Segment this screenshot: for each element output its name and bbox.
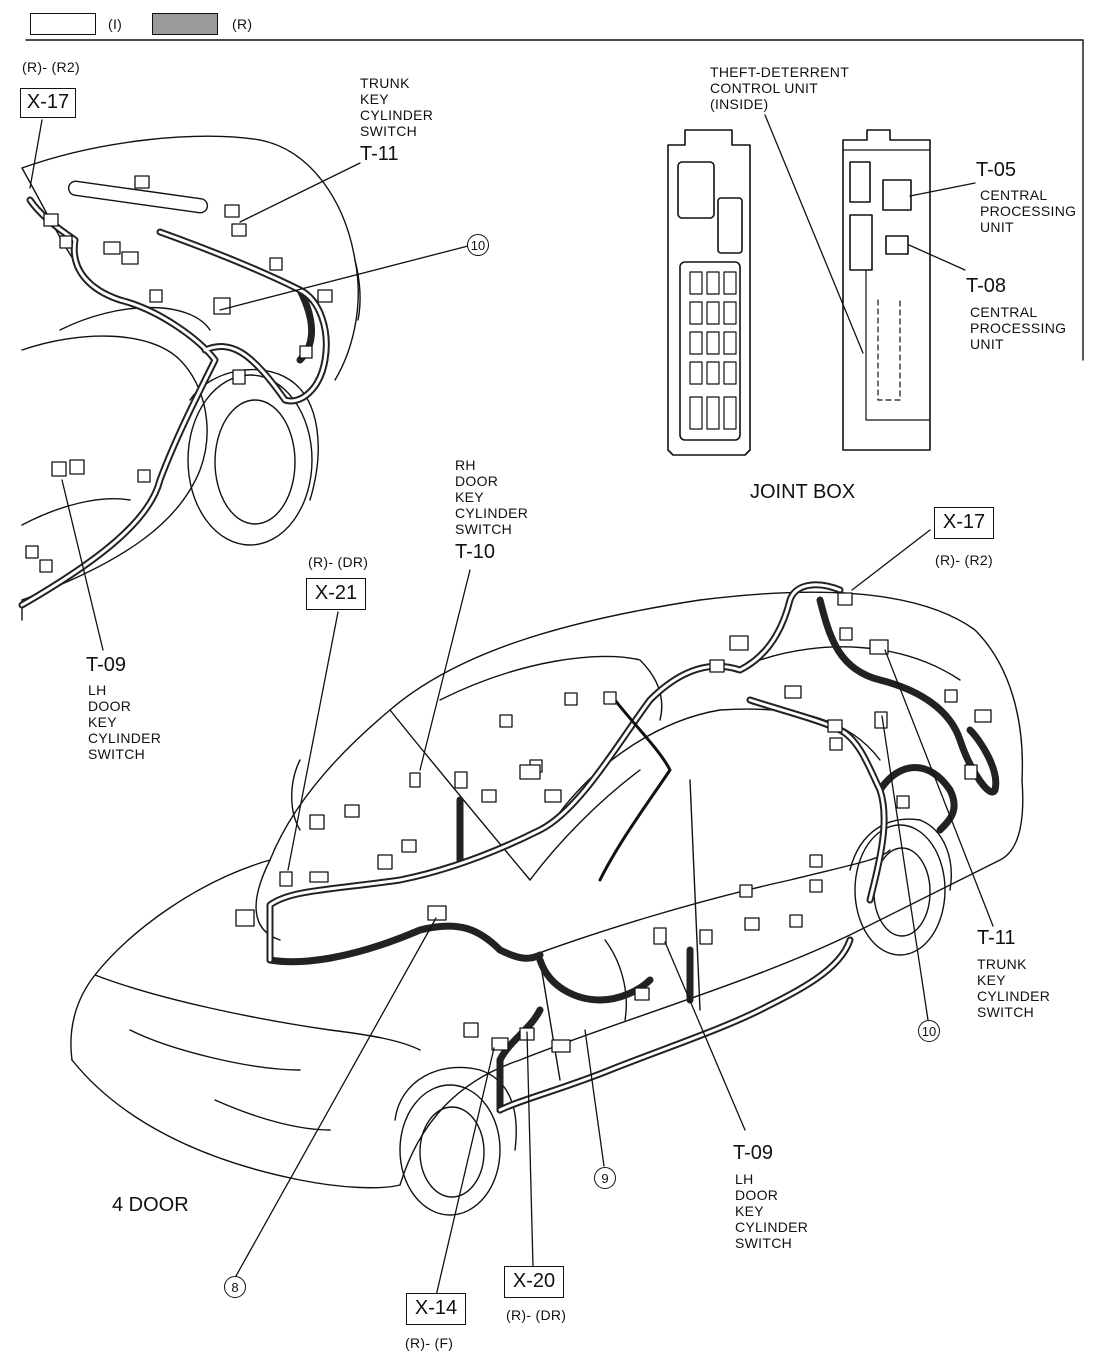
main-car-harness (266, 581, 1000, 1114)
rear-x17-code: X-17 (20, 88, 76, 118)
rear-view-body (21, 135, 361, 621)
legend-exterior-label: (R) (232, 16, 253, 32)
joint-box-left-panel (667, 129, 751, 456)
main-circle-9: 9 (594, 1167, 616, 1189)
main-t10-desc-1: RH (455, 457, 476, 473)
main-t10-desc-2: DOOR (455, 473, 499, 489)
main-t09-desc-4: CYLINDER (735, 1219, 809, 1235)
t08-code: T-08 (966, 275, 1007, 297)
main-t10-code: T-10 (455, 541, 496, 563)
t05-code: T-05 (976, 159, 1017, 181)
main-car-connectors (235, 592, 992, 1053)
rear-t11-desc-4: SWITCH (360, 123, 418, 139)
main-t11-desc-1: TRUNK (977, 956, 1027, 972)
main-circle10-leader (881, 715, 929, 1021)
legend-interior-swatch (30, 13, 96, 35)
main-t09-desc-2: DOOR (735, 1187, 779, 1203)
main-caption-4-door: 4 DOOR (112, 1194, 189, 1216)
legend-exterior-swatch (152, 13, 218, 35)
main-t09-desc-5: SWITCH (735, 1235, 793, 1251)
t05-desc-3: UNIT (980, 219, 1014, 235)
main-x14-sub: (R)- (F) (405, 1335, 454, 1351)
main-t11-desc-3: CYLINDER (977, 988, 1051, 1004)
main-x21-leader (287, 611, 339, 871)
main-t10-desc-5: SWITCH (455, 521, 513, 537)
rear-t11-desc-3: CYLINDER (360, 107, 434, 123)
rear-t11-desc-1: TRUNK (360, 75, 410, 91)
main-x14-leader (435, 1047, 495, 1297)
theft-unit-label-2: CONTROL UNIT (710, 80, 819, 96)
rear-circle-10: 10 (467, 234, 489, 256)
main-t11-leader (884, 649, 994, 927)
rear-t09-desc-4: CYLINDER (88, 730, 162, 746)
theft-unit-label-3: (INSIDE) (710, 96, 769, 112)
main-x21-code: X-21 (306, 578, 366, 610)
main-t10-leader (419, 569, 471, 771)
main-circle9-leader (584, 1029, 605, 1167)
main-car-harness-inner (268, 583, 886, 1112)
frame-border (25, 39, 1084, 361)
theft-unit-leader (764, 114, 864, 354)
rear-view-connectors (25, 175, 333, 573)
main-x20-code: X-20 (504, 1266, 564, 1298)
main-x17-sub: (R)- (R2) (935, 552, 993, 568)
t05-leader (909, 182, 976, 197)
main-circle-10: 10 (918, 1020, 940, 1042)
rear-x17-sub: (R)- (R2) (22, 59, 80, 75)
main-x20-sub: (R)- (DR) (506, 1307, 567, 1323)
main-t09-code: T-09 (733, 1142, 774, 1164)
rear-t09-desc-1: LH (88, 682, 107, 698)
main-t09-desc-1: LH (735, 1171, 754, 1187)
rear-circle10-leader (219, 245, 469, 311)
main-x20-leader (526, 1031, 534, 1268)
rear-t09-code: T-09 (86, 654, 127, 676)
rear-view-harness-inner (20, 198, 328, 607)
t05-desc-1: CENTRAL (980, 187, 1048, 203)
rear-t11-desc-2: KEY (360, 91, 389, 107)
rear-t09-leader (61, 479, 104, 651)
t08-leader (908, 244, 966, 271)
main-t09-desc-3: KEY (735, 1203, 764, 1219)
rear-t09-desc-5: SWITCH (88, 746, 146, 762)
main-car-body (70, 591, 1024, 1216)
legend-interior-label: (I) (108, 16, 123, 32)
main-t10-desc-3: KEY (455, 489, 484, 505)
main-t11-desc-2: KEY (977, 972, 1006, 988)
rear-x17-leader (29, 119, 43, 189)
main-x17-code: X-17 (934, 507, 994, 539)
main-roof-wire (598, 698, 672, 882)
t05-desc-2: PROCESSING (980, 203, 1077, 219)
main-x14-code: X-14 (406, 1293, 466, 1325)
t08-desc-1: CENTRAL (970, 304, 1038, 320)
main-t11-code: T-11 (977, 927, 1016, 949)
t08-desc-3: UNIT (970, 336, 1004, 352)
rear-t09-desc-2: DOOR (88, 698, 132, 714)
rear-t09-desc-3: KEY (88, 714, 117, 730)
main-x17-leader (851, 529, 931, 591)
main-x21-sub: (R)- (DR) (308, 554, 369, 570)
main-t11-desc-4: SWITCH (977, 1004, 1035, 1020)
joint-box-title: JOINT BOX (750, 481, 856, 503)
joint-box-right-panel (842, 129, 931, 451)
main-t10-desc-4: CYLINDER (455, 505, 529, 521)
theft-unit-label-1: THEFT-DETERRENT (710, 64, 850, 80)
t08-desc-2: PROCESSING (970, 320, 1067, 336)
main-circle8-leader (235, 917, 437, 1277)
main-circle-8: 8 (224, 1276, 246, 1298)
rear-t11-leader (239, 162, 361, 223)
rear-t11-code: T-11 (360, 143, 399, 165)
main-t09-leader (664, 941, 746, 1131)
